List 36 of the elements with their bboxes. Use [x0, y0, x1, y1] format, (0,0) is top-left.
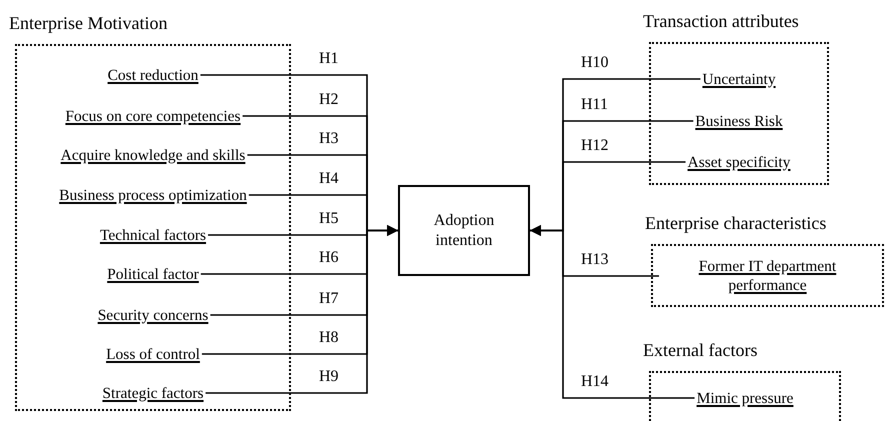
factor-text: Acquire knowledge and skills: [60, 146, 246, 164]
edge-label: H4: [319, 169, 339, 189]
edge-label: H12: [581, 136, 609, 156]
factor-text: Political factor: [107, 264, 199, 284]
box-label: Adoption intention: [432, 210, 496, 250]
factor-text: Business Risk: [695, 112, 783, 130]
edge-label: H2: [319, 90, 339, 110]
edge-label: H11: [581, 95, 608, 115]
factor-text: Focus on core competencies: [65, 106, 241, 126]
connector-arrow: [206, 224, 398, 394]
edge-label: H1: [319, 49, 339, 69]
factor-text: Business process optimization: [59, 186, 247, 204]
factor-text: Security concerns: [98, 306, 208, 324]
edge-label: H8: [319, 328, 339, 348]
edge-label: H9: [319, 367, 339, 387]
group-heading: External factors: [643, 339, 758, 361]
factor-text: Loss of control: [106, 344, 200, 364]
edge-label: H10: [581, 53, 609, 73]
factor-text: Cost reduction: [108, 66, 198, 84]
edge-label: H5: [319, 209, 339, 229]
connector-arrow: [530, 224, 695, 399]
edge-label: H13: [581, 250, 609, 270]
process-box: [398, 185, 530, 276]
edge-label: H7: [319, 289, 339, 309]
factor-text: Mimic pressure: [696, 388, 794, 408]
edge-label: H14: [581, 372, 609, 392]
factor-text: Technical factors: [100, 226, 206, 244]
group-heading: Enterprise Motivation: [9, 12, 168, 34]
edge-label: H3: [319, 129, 339, 149]
factor-text: Asset specificity: [688, 152, 790, 172]
factor-text: Former IT department performance: [661, 257, 874, 295]
group-heading: Transaction attributes: [643, 10, 799, 32]
group-heading: Enterprise characteristics: [645, 212, 826, 234]
factor-text: Strategic factors: [102, 384, 204, 402]
factor-text: Uncertainty: [702, 70, 776, 88]
edge-label: H6: [319, 248, 339, 268]
